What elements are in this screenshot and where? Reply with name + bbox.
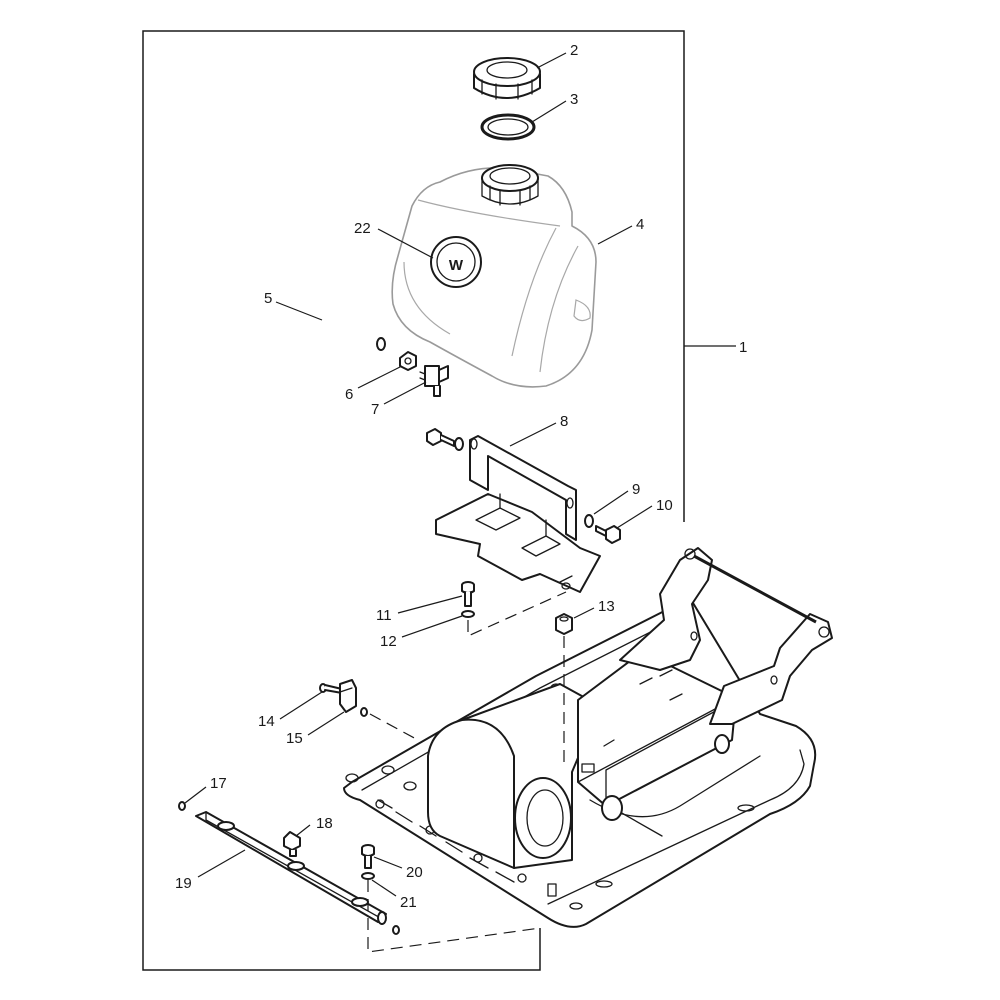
callout-15: 15 (286, 730, 303, 747)
assembly-line-plate-bolt (367, 880, 541, 953)
handle-mount-bracket (619, 547, 833, 725)
callout-2: 2 (570, 42, 578, 59)
callout-7: 7 (371, 401, 379, 418)
callout-20: 20 (406, 864, 423, 881)
grease-fitting (283, 831, 301, 857)
callout-4: 4 (636, 216, 644, 233)
flat-washer (461, 610, 475, 618)
callout-18: 18 (316, 815, 333, 832)
valve-nut (399, 351, 417, 371)
callout-5: 5 (264, 290, 272, 307)
hex-bolt (595, 525, 621, 544)
callout-11: 11 (376, 607, 392, 624)
leader-6 (357, 365, 403, 389)
callout-9: 9 (632, 481, 640, 498)
callout-6: 6 (345, 386, 353, 403)
assembly-line-clip (369, 713, 419, 741)
leader-8 (509, 422, 557, 447)
plate-bolt (361, 844, 375, 869)
lock-washer (584, 514, 594, 528)
leader-19 (197, 849, 246, 878)
callout-8: 8 (560, 413, 568, 430)
leader-18 (295, 824, 311, 837)
cap-gasket (480, 113, 536, 141)
plate-washer (361, 872, 375, 880)
leader-13 (573, 607, 595, 619)
leader-15 (307, 711, 345, 736)
clip-bolt (319, 683, 343, 694)
tank-mounting-bracket (435, 435, 601, 593)
mounting-rail (195, 811, 387, 925)
vertical-bolt (461, 581, 475, 607)
leader-9 (593, 490, 629, 515)
bracket-bolt-upper (426, 428, 464, 451)
assembly-frame (142, 30, 685, 971)
exciter-housing (427, 683, 601, 869)
leader-5 (275, 301, 323, 321)
leader-10 (616, 505, 653, 529)
leader-2 (536, 52, 567, 69)
callout-22: 22 (354, 220, 371, 237)
leader-14 (279, 691, 323, 720)
fuel-hose (275, 319, 386, 432)
callout-3: 3 (570, 91, 578, 108)
assembly-line-bolt (467, 591, 567, 637)
leader-21 (371, 879, 397, 897)
callout-13: 13 (598, 598, 615, 615)
hex-nut (555, 613, 573, 635)
leader-4 (597, 225, 633, 245)
callout-1: 1 (739, 339, 747, 356)
leader-12 (401, 615, 463, 638)
fuel-tank (391, 166, 597, 388)
rail-pin (178, 801, 400, 935)
callout-12: 12 (380, 633, 397, 650)
leader-20 (373, 856, 403, 869)
tank-filler-neck (481, 164, 539, 206)
leader-22 (377, 228, 434, 259)
callout-19: 19 (175, 875, 192, 892)
logo-letter: W (449, 257, 464, 274)
callout-17: 17 (210, 775, 227, 792)
callout-14: 14 (258, 713, 275, 730)
engine-deck (577, 651, 737, 821)
leader-7 (383, 381, 427, 405)
fuel-cap (473, 57, 541, 100)
callout-21: 21 (400, 894, 417, 911)
leader-3 (531, 100, 567, 123)
fuel-valve (419, 365, 449, 397)
tank-logo-decal: W (430, 236, 482, 288)
hose-clip (339, 679, 368, 717)
leader-11 (397, 595, 463, 614)
callout-10: 10 (656, 497, 673, 514)
leader-17 (184, 786, 207, 804)
